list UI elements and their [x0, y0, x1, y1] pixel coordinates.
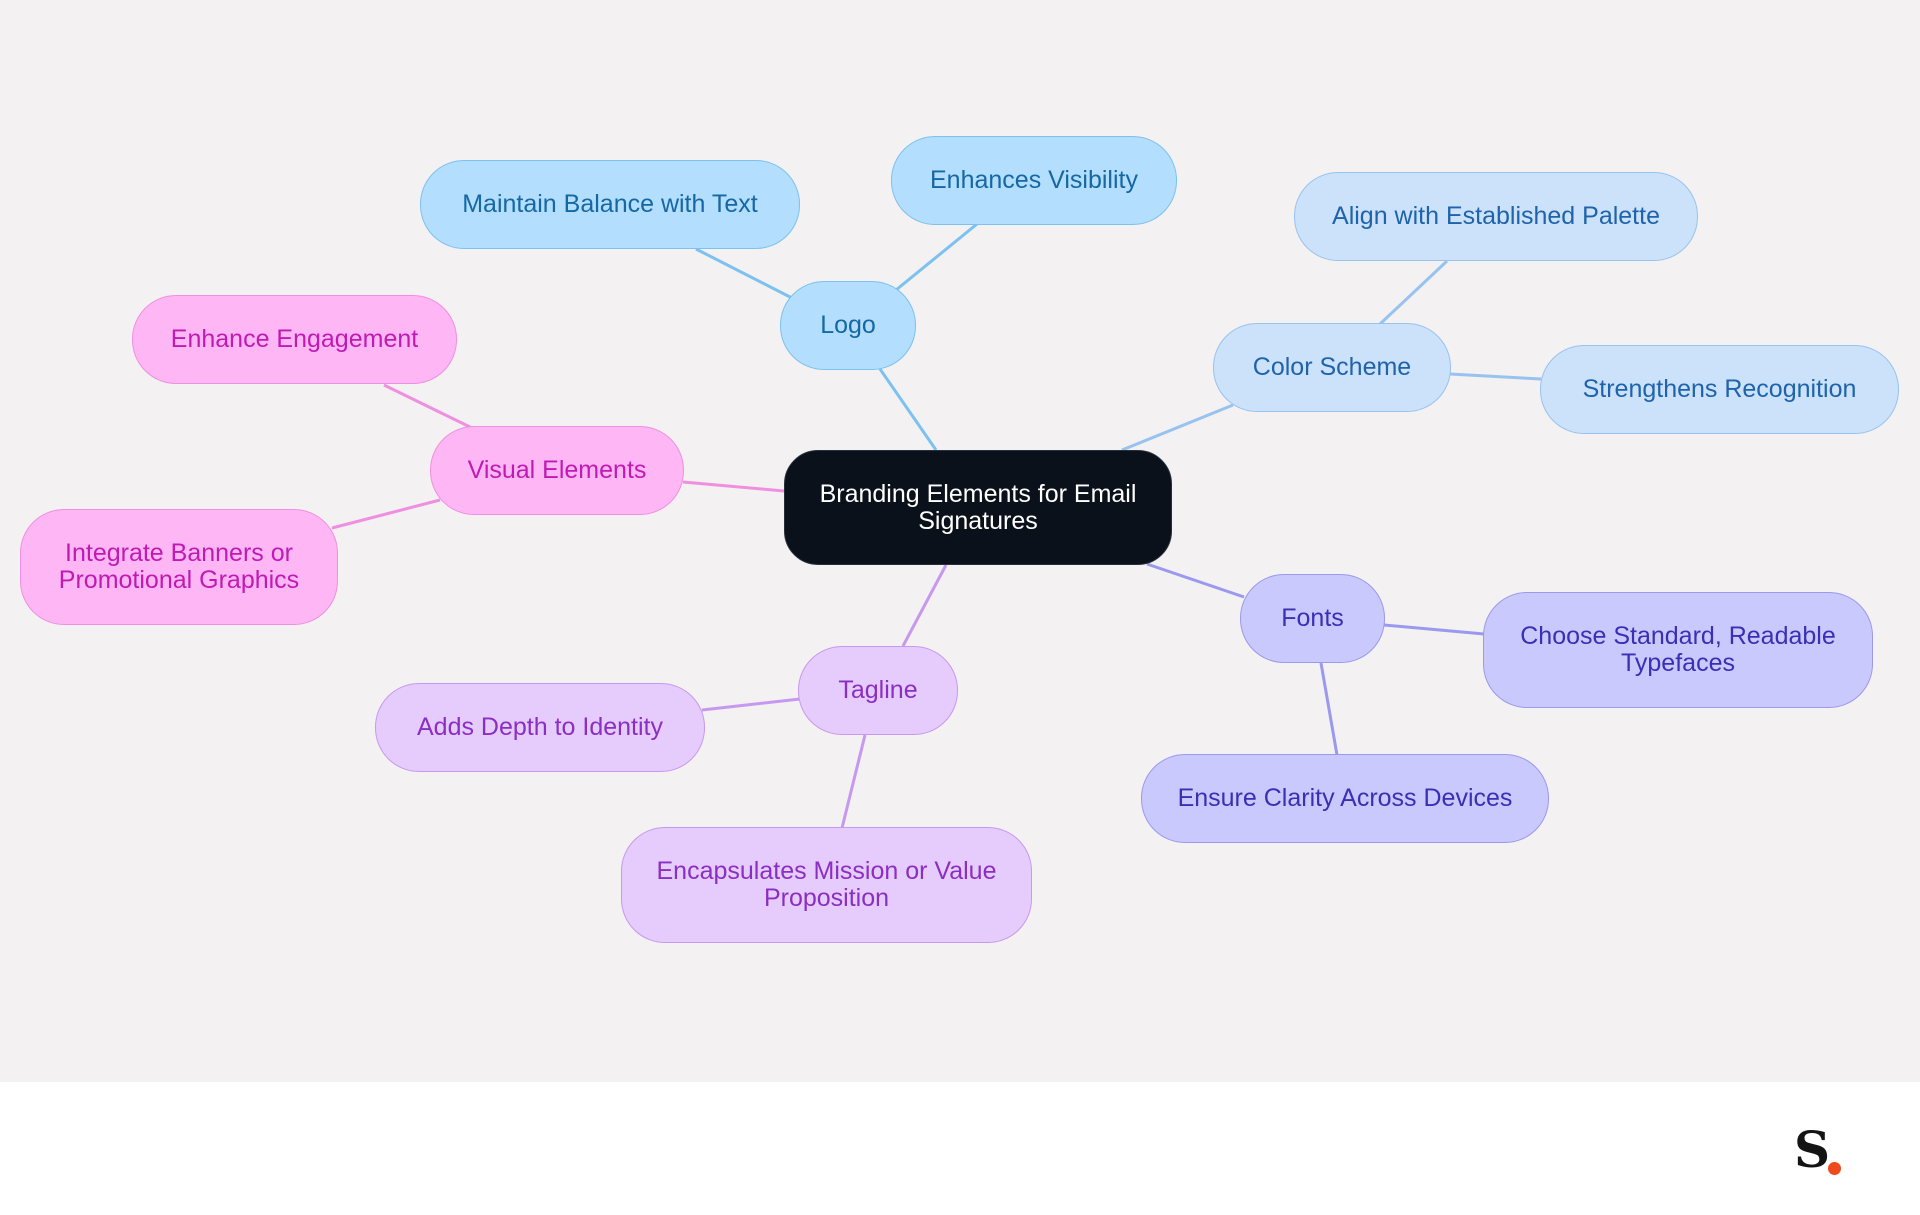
leaf-align-palette-label: Align with Established Palette	[1332, 202, 1660, 230]
edge-root-color	[1121, 403, 1234, 452]
edge-visual-engagement	[383, 383, 471, 429]
brand-logo-dot	[1828, 1162, 1841, 1175]
edge-tagline-depth	[701, 697, 801, 712]
branch-visual-elements: Visual Elements	[430, 426, 684, 515]
branch-visual-elements-label: Visual Elements	[467, 456, 647, 484]
root-node: Branding Elements for Email Signatures	[784, 450, 1172, 565]
leaf-enhances-visibility: Enhances Visibility	[891, 136, 1177, 225]
leaf-adds-depth-label: Adds Depth to Identity	[417, 713, 663, 741]
leaf-integrate-banners: Integrate Banners or Promotional Graphic…	[20, 509, 338, 625]
root-label: Branding Elements for Email Signatures	[819, 479, 1137, 535]
branch-color-scheme: Color Scheme	[1213, 323, 1451, 412]
leaf-strengthens-recognition: Strengthens Recognition	[1540, 345, 1899, 434]
edge-logo-visibility	[895, 222, 978, 292]
edge-root-fonts	[1146, 562, 1245, 599]
branch-tagline: Tagline	[798, 646, 958, 735]
edge-fonts-typefaces	[1383, 623, 1485, 636]
connector-lines	[331, 222, 1542, 829]
leaf-readable-typefaces: Choose Standard, Readable Typefaces	[1483, 592, 1873, 708]
brand-logo-icon: S	[1794, 1125, 1854, 1175]
leaf-clarity-devices-label: Ensure Clarity Across Devices	[1177, 784, 1513, 812]
branch-fonts: Fonts	[1240, 574, 1385, 663]
edge-color-recognition	[1449, 372, 1542, 381]
leaf-enhance-engagement-label: Enhance Engagement	[170, 325, 419, 353]
leaf-strengthens-recognition-label: Strengthens Recognition	[1582, 375, 1857, 403]
edge-fonts-clarity	[1319, 662, 1339, 756]
leaf-align-palette: Align with Established Palette	[1294, 172, 1698, 261]
leaf-integrate-banners-label: Integrate Banners or Promotional Graphic…	[58, 539, 300, 594]
footer-bar	[0, 1082, 1920, 1215]
leaf-mission-value-label: Encapsulates Mission or Value Propositio…	[656, 857, 997, 912]
edge-root-logo	[878, 368, 938, 451]
branch-logo-label: Logo	[820, 311, 876, 339]
branch-tagline-label: Tagline	[838, 676, 918, 704]
branch-logo: Logo	[780, 281, 916, 370]
leaf-maintain-balance: Maintain Balance with Text	[420, 160, 800, 249]
branch-color-scheme-label: Color Scheme	[1252, 353, 1412, 381]
leaf-mission-value: Encapsulates Mission or Value Propositio…	[621, 827, 1032, 943]
branch-fonts-label: Fonts	[1281, 604, 1344, 632]
edge-color-palette	[1378, 259, 1449, 326]
edge-root-visual	[682, 480, 785, 493]
leaf-clarity-devices: Ensure Clarity Across Devices	[1141, 754, 1549, 843]
edge-root-tagline	[901, 564, 948, 647]
edge-visual-banners	[331, 498, 441, 530]
edge-tagline-mission	[840, 734, 867, 829]
leaf-readable-typefaces-label: Choose Standard, Readable Typefaces	[1520, 622, 1836, 677]
edge-logo-balance	[695, 247, 793, 300]
brand-logo-letter: S	[1794, 1120, 1831, 1179]
leaf-enhance-engagement: Enhance Engagement	[132, 295, 457, 384]
leaf-maintain-balance-label: Maintain Balance with Text	[462, 190, 758, 218]
mind-map-area: Branding Elements for Email Signatures L…	[0, 0, 1920, 1082]
leaf-enhances-visibility-label: Enhances Visibility	[930, 166, 1138, 194]
leaf-adds-depth: Adds Depth to Identity	[375, 683, 705, 772]
